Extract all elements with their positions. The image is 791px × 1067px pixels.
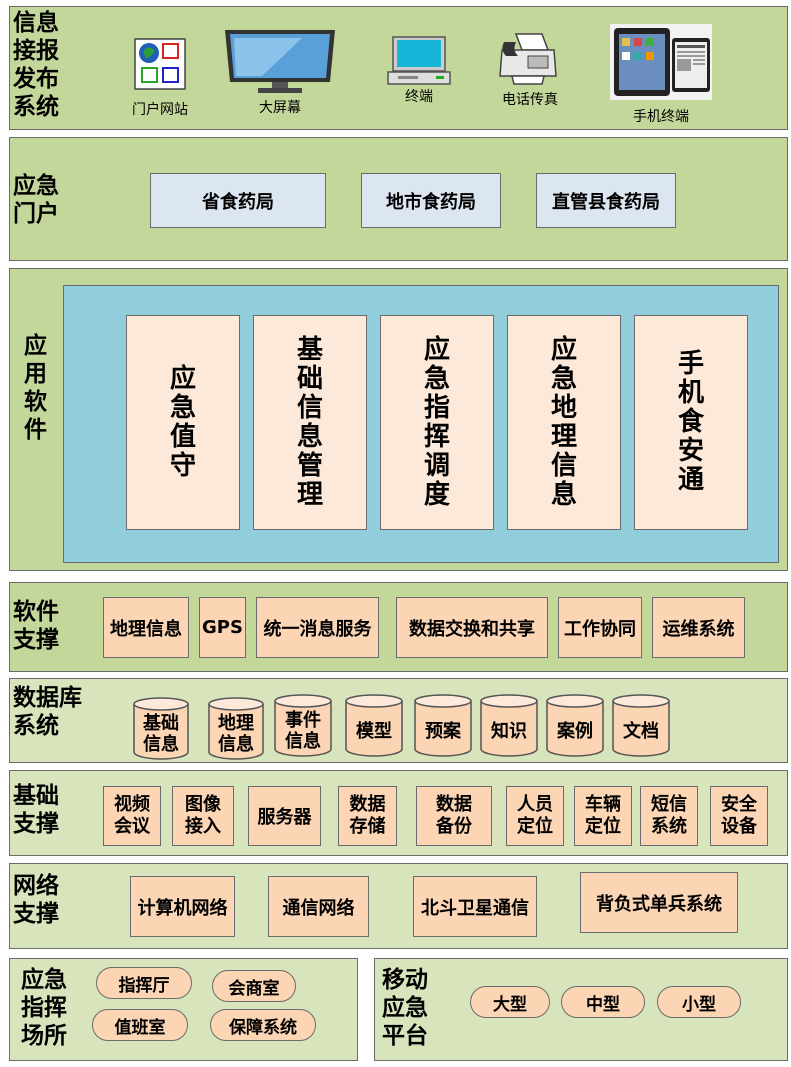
db-knowledge-cylinder: 知识: [480, 694, 538, 756]
db-document-label: 文档: [612, 721, 670, 742]
network-item-beidou-satellite: 北斗卫星通信: [413, 876, 537, 937]
portal-website-label: 门户网站: [126, 99, 194, 119]
command-item-support-system: 保障系统: [210, 1009, 316, 1041]
software-support-title: 软件 支撑: [13, 598, 59, 654]
command-site-title: 应急 指挥 场所: [21, 966, 67, 1050]
support-item-unified-messaging: 统一消息服务: [256, 597, 379, 658]
base-item-video-conference: 视频 会议: [103, 786, 161, 846]
network-item-communication-network: 通信网络: [268, 876, 369, 937]
mobile-item-medium: 中型: [561, 986, 645, 1018]
large-screen-icon: [222, 28, 338, 94]
command-item-consultation-room: 会商室: [212, 970, 296, 1002]
large-screen-label: 大屏幕: [246, 97, 314, 117]
mobile-platform-title: 移动 应急 平台: [382, 966, 428, 1050]
command-item-duty-room: 值班室: [92, 1009, 188, 1041]
support-item-work-collaboration: 工作协同: [558, 597, 642, 658]
fax-machine-icon: [498, 32, 558, 86]
tablet-icon: [610, 24, 712, 100]
module-emergency-geo-info: 应 急 地 理 信 息: [507, 315, 621, 530]
app-software-title: 应 用 软 件: [24, 332, 47, 444]
portal-item-city: 地市食药局: [361, 173, 501, 228]
base-item-image-access: 图像 接入: [172, 786, 234, 846]
fax-label: 电话传真: [494, 89, 566, 109]
base-item-data-storage: 数据 存储: [338, 786, 397, 846]
base-item-security-device: 安全 设备: [710, 786, 768, 846]
database-title: 数据库 系统: [13, 684, 82, 740]
support-item-gps: GPS: [199, 597, 246, 658]
support-item-geo-info: 地理信息: [103, 597, 189, 658]
terminal-label: 终端: [385, 86, 453, 106]
db-case-label: 案例: [546, 721, 604, 742]
base-item-vehicle-positioning: 车辆 定位: [574, 786, 632, 846]
db-event-info-label: 事件 信息: [274, 710, 332, 752]
base-item-data-backup: 数据 备份: [416, 786, 492, 846]
db-knowledge-label: 知识: [480, 721, 538, 742]
module-basic-info-management: 基 础 信 息 管 理: [253, 315, 367, 530]
portal-website-icon: [134, 38, 186, 90]
db-plan-cylinder: 预案: [414, 694, 472, 756]
support-item-data-exchange: 数据交换和共享: [396, 597, 548, 658]
mobile-item-large: 大型: [470, 986, 550, 1018]
db-basic-info-label: 基础 信息: [133, 713, 189, 755]
db-geo-info-cylinder: 地理 信息: [208, 697, 264, 759]
db-case-cylinder: 案例: [546, 694, 604, 756]
portal-title: 应急 门户: [13, 172, 59, 228]
db-plan-label: 预案: [414, 721, 472, 742]
db-model-cylinder: 模型: [345, 694, 403, 756]
portal-item-county: 直管县食药局: [536, 173, 676, 228]
mobile-item-small: 小型: [657, 986, 741, 1018]
info-release-title: 信息 接报 发布 系统: [13, 9, 59, 121]
module-emergency-duty: 应 急 值 守: [126, 315, 240, 530]
network-support-title: 网络 支撑: [13, 872, 59, 928]
network-item-computer-network: 计算机网络: [130, 876, 235, 937]
db-model-label: 模型: [345, 721, 403, 742]
base-item-server: 服务器: [248, 786, 321, 846]
tablet-label: 手机终端: [624, 106, 698, 126]
support-item-ops-system: 运维系统: [652, 597, 745, 658]
command-item-command-hall: 指挥厅: [96, 967, 192, 999]
db-geo-info-label: 地理 信息: [208, 713, 264, 755]
db-document-cylinder: 文档: [612, 694, 670, 756]
module-emergency-command-dispatch: 应 急 指 挥 调 度: [380, 315, 494, 530]
portal-item-provincial: 省食药局: [150, 173, 326, 228]
db-event-info-cylinder: 事件 信息: [274, 694, 332, 756]
base-item-sms-system: 短信 系统: [640, 786, 698, 846]
network-item-backpack-system: 背负式单兵系统: [580, 872, 738, 933]
module-mobile-food-safety: 手 机 食 安 通: [634, 315, 748, 530]
terminal-computer-icon: [386, 36, 452, 86]
db-basic-info-cylinder: 基础 信息: [133, 697, 189, 759]
base-support-title: 基础 支撑: [13, 782, 59, 838]
base-item-personnel-positioning: 人员 定位: [506, 786, 564, 846]
